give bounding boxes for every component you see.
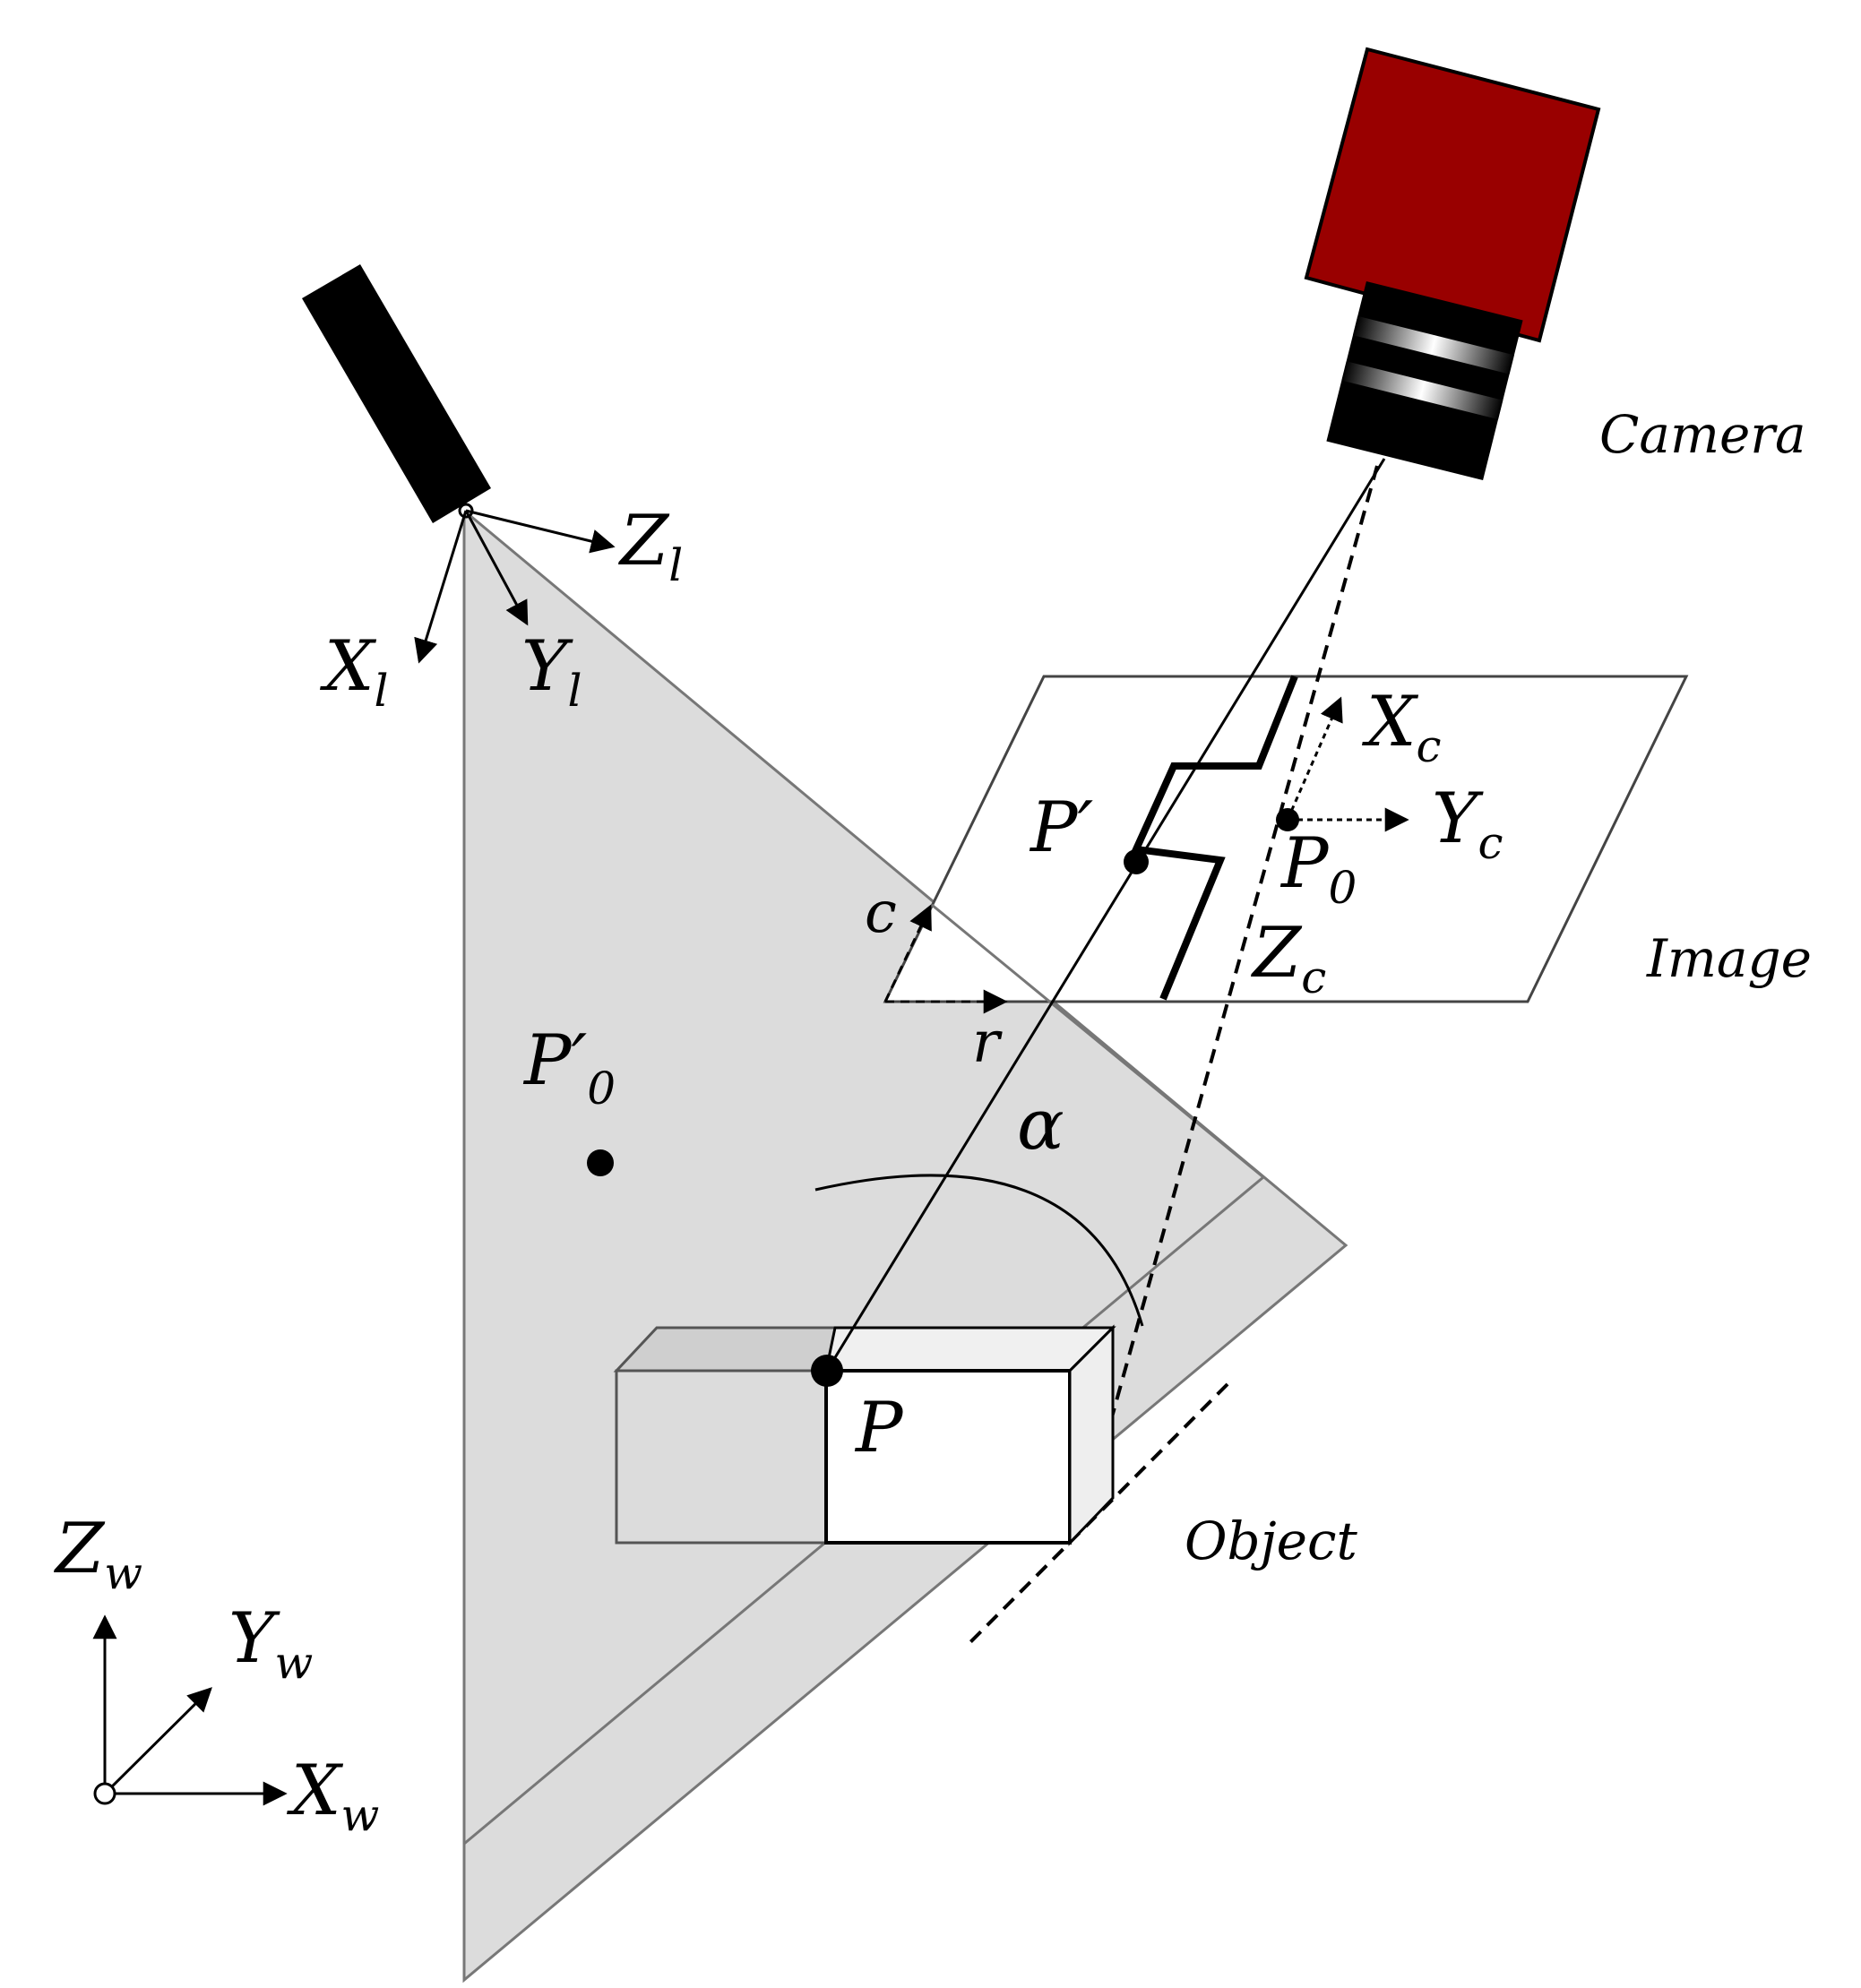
optical-axis — [1079, 465, 1379, 1510]
laser-x-axis — [414, 510, 468, 664]
image-axes — [883, 904, 1008, 1014]
r-axis-label: r — [972, 1010, 1003, 1076]
image-label: Image — [1646, 928, 1812, 989]
camera-x-axis — [1286, 696, 1343, 821]
alpha-arc — [814, 1174, 1144, 1327]
laser-z-axis — [465, 509, 616, 554]
laser-emitter — [302, 264, 491, 523]
xl-label: Xl — [319, 626, 389, 717]
point-p — [811, 1355, 843, 1387]
xw-label: Xw — [286, 1751, 379, 1841]
yw-label: Yw — [228, 1598, 313, 1689]
box-top-lit — [824, 1326, 1116, 1373]
laser-stripe-profile — [1131, 675, 1298, 1001]
p0-label: P0 — [1279, 823, 1357, 914]
camera-label: Camera — [1599, 404, 1806, 465]
c-axis-label: c — [865, 880, 897, 946]
world-y-axis — [103, 1687, 212, 1795]
yl-label: Yl — [521, 626, 582, 717]
camera — [1304, 47, 1601, 481]
camera-body — [1304, 47, 1601, 343]
object-label: Object — [1185, 1510, 1357, 1571]
p0-prime-label: P′0 — [522, 1020, 616, 1114]
alpha-label: α — [1017, 1085, 1064, 1166]
point-p-prime — [1124, 849, 1149, 874]
p-label: P — [854, 1388, 904, 1468]
laser-axes — [414, 509, 616, 664]
xc-label: Xc — [1361, 682, 1442, 772]
object-box — [613, 1324, 1116, 1546]
camera-lens — [1326, 280, 1523, 481]
image-plane — [883, 675, 1689, 1003]
box-side — [1068, 1324, 1115, 1546]
world-axes — [92, 1614, 288, 1806]
laser-y-axis — [464, 510, 529, 626]
box-front — [824, 1369, 1072, 1545]
p-prime-label: P′ — [1029, 787, 1093, 868]
projection-ray — [825, 458, 1386, 1372]
zl-label: Zl — [617, 501, 683, 591]
box-front-shadow — [615, 1369, 828, 1545]
yc-label: Yc — [1432, 779, 1503, 869]
point-p0-prime — [587, 1149, 614, 1176]
camera-axes — [1286, 696, 1409, 832]
image-c-axis — [883, 904, 932, 1003]
zw-label: Zw — [53, 1509, 142, 1599]
object-dashed-line — [964, 1382, 1229, 1648]
world-origin — [93, 1782, 116, 1805]
point-p0 — [1276, 808, 1299, 831]
zc-label: Zc — [1250, 913, 1326, 1003]
laser-plane-edge — [931, 903, 1264, 1179]
